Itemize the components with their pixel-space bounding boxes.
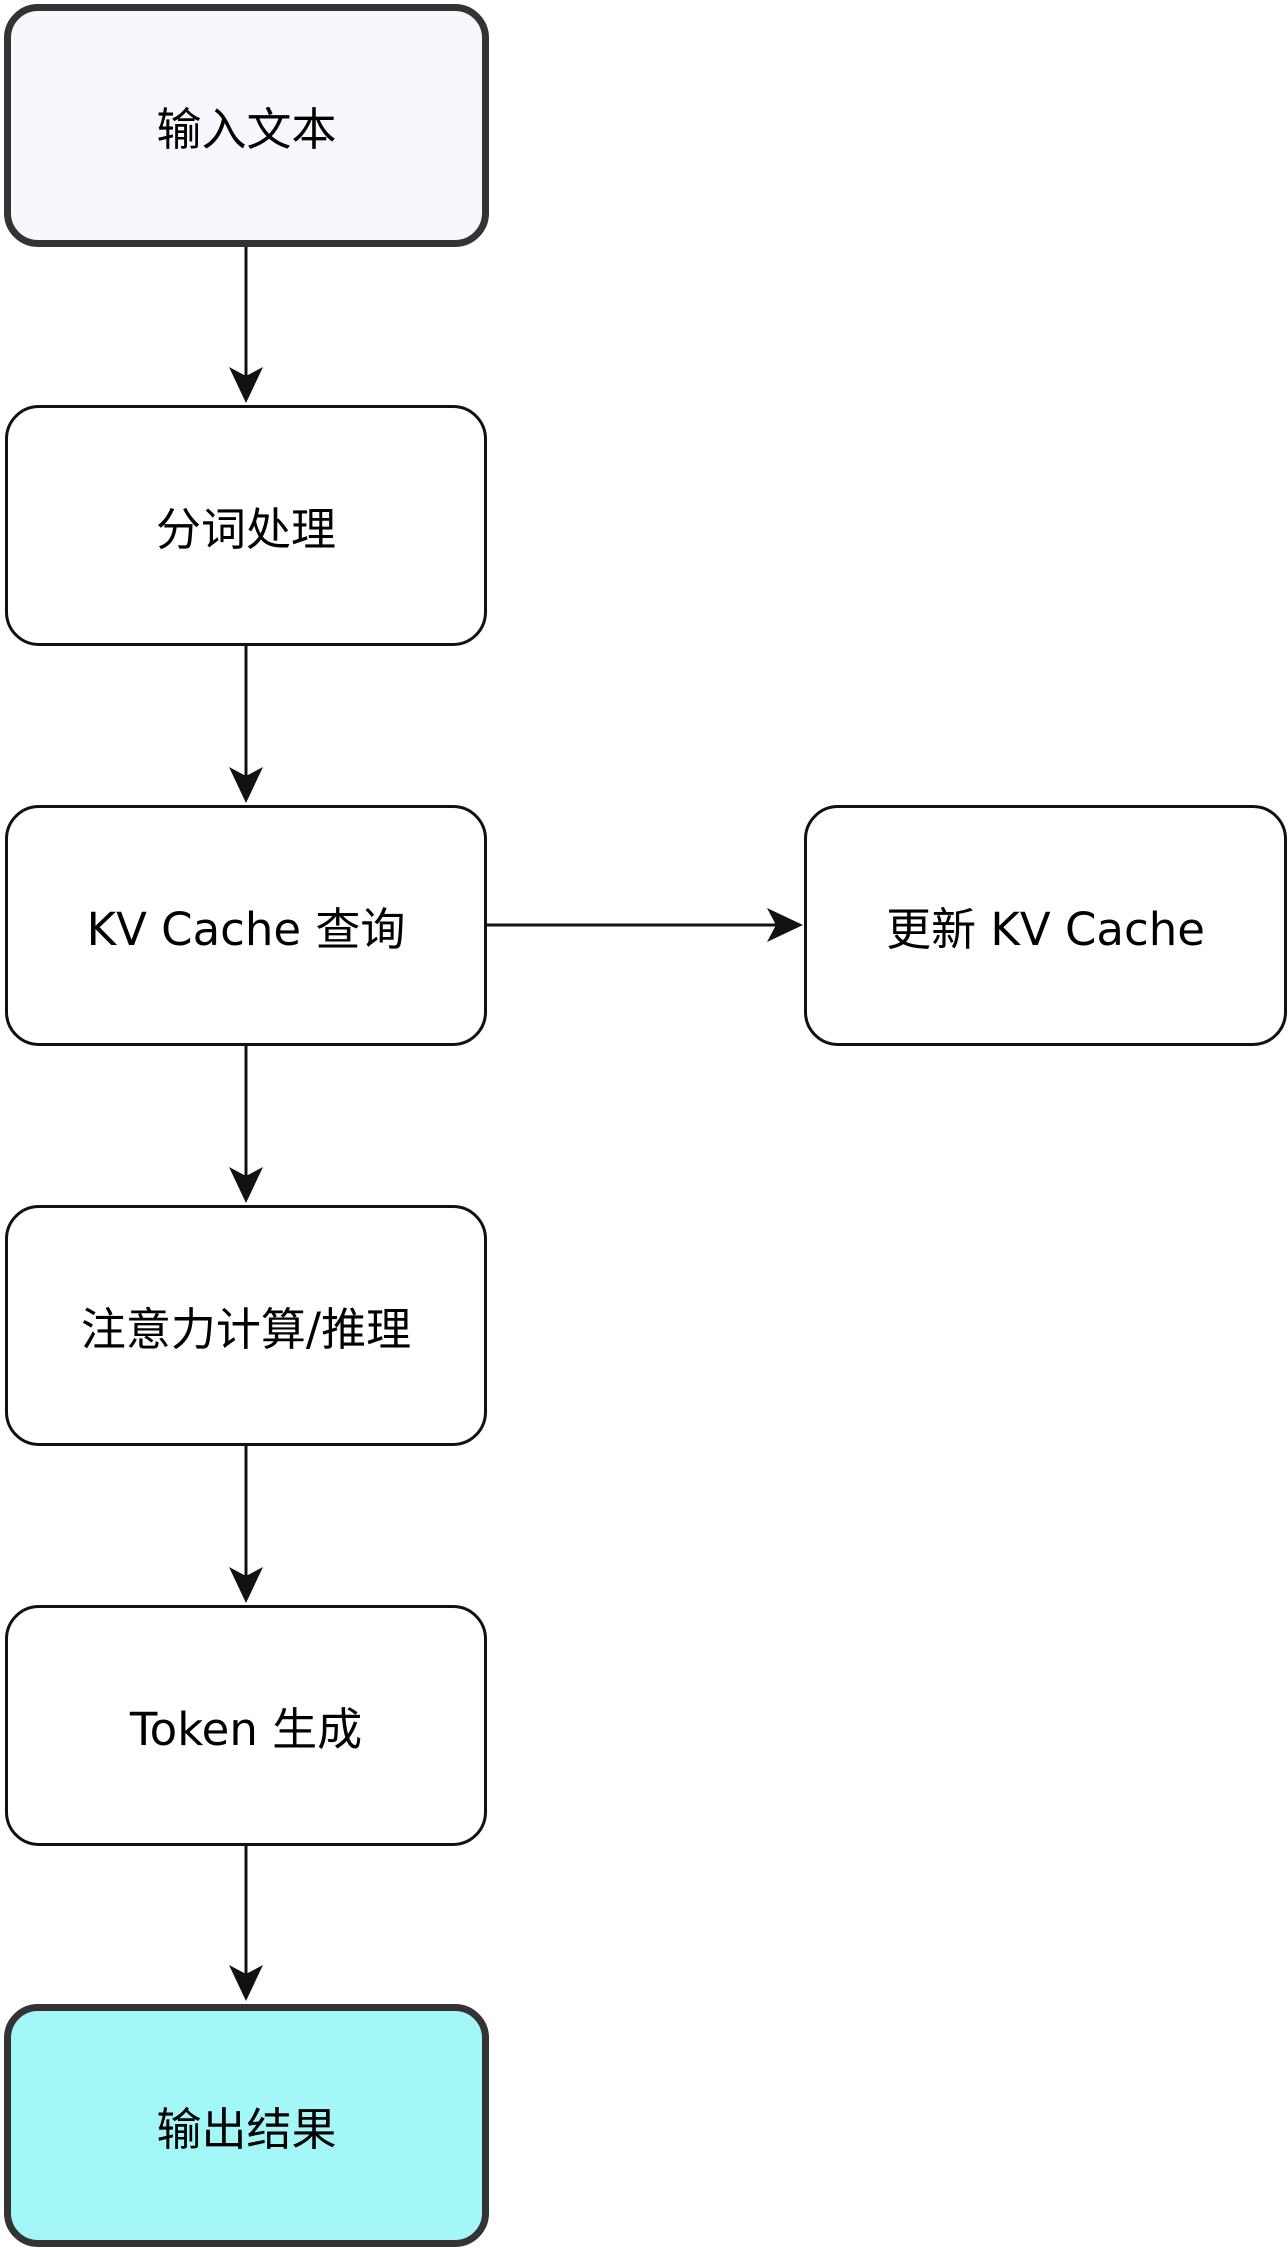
node-token-generation-label: Token 生成 xyxy=(129,1703,363,1756)
node-kv-cache-update[interactable]: 更新 KV Cache xyxy=(804,805,1287,1046)
arrowhead-kvquery-to-attention xyxy=(229,1167,263,1203)
node-kv-cache-query-label: KV Cache 查询 xyxy=(86,903,406,956)
node-output-result-label: 输出结果 xyxy=(156,2103,337,2156)
node-kv-cache-query[interactable]: KV Cache 查询 xyxy=(5,805,487,1046)
node-input-text[interactable]: 输入文本 xyxy=(4,4,489,247)
node-token-generation[interactable]: Token 生成 xyxy=(5,1605,487,1846)
arrowhead-tokenize-to-kvquery xyxy=(229,767,263,803)
node-tokenize-label: 分词处理 xyxy=(155,503,336,556)
arrowhead-generate-to-output xyxy=(229,1965,263,2001)
node-attention-inference-label: 注意力计算/推理 xyxy=(80,1303,412,1356)
node-kv-cache-update-label: 更新 KV Cache xyxy=(886,903,1205,956)
arrowhead-attention-to-generate xyxy=(229,1567,263,1603)
node-tokenize[interactable]: 分词处理 xyxy=(5,405,487,646)
node-attention-inference[interactable]: 注意力计算/推理 xyxy=(5,1205,487,1446)
arrowhead-kvquery-to-kvupdate xyxy=(767,908,803,942)
arrowhead-input-to-tokenize xyxy=(229,367,263,403)
node-input-text-label: 输入文本 xyxy=(156,103,337,156)
node-output-result[interactable]: 输出结果 xyxy=(4,2004,489,2247)
